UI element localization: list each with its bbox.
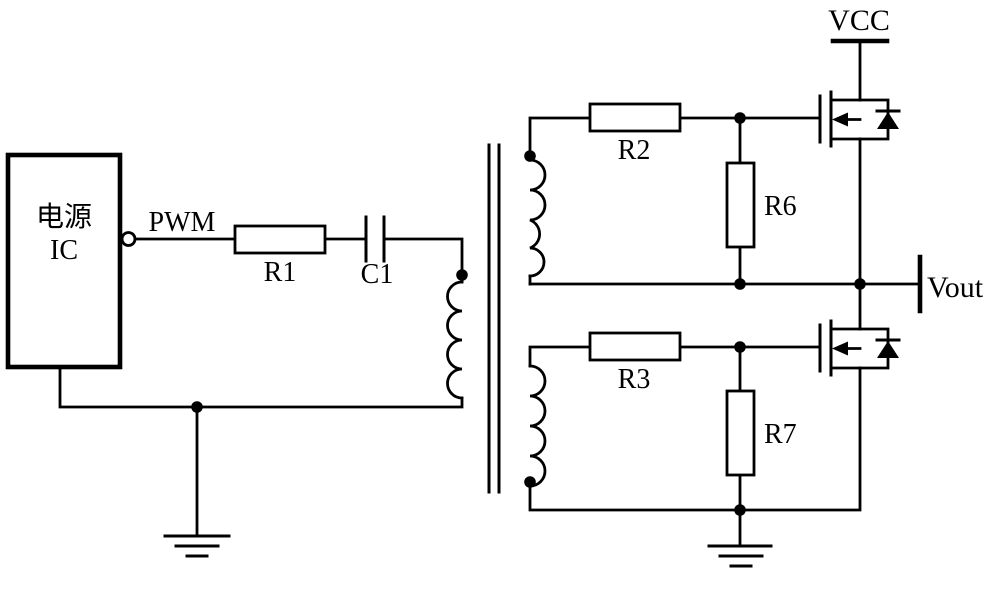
transformer <box>446 143 547 494</box>
resistor-r1: R1 <box>233 224 327 288</box>
secondary-bottom-polarity-dot <box>524 476 536 488</box>
resistor-r7-body <box>725 389 756 477</box>
ground-right <box>707 508 773 568</box>
body-diode-top-triangle <box>877 112 899 129</box>
wire-c1-to-primary <box>382 237 464 284</box>
resistor-r3-label: R3 <box>618 364 651 395</box>
ic-box <box>5 152 123 370</box>
vcc-label: VCC <box>828 4 890 37</box>
junction-r2-r6-gate <box>734 112 746 124</box>
resistor-r6-label: R6 <box>764 191 797 222</box>
resistor-r2-label: R2 <box>618 135 651 166</box>
secondary-winding-top <box>528 158 547 278</box>
wire-sec-bot-lower <box>528 366 862 512</box>
capacitor-c1: C1 <box>361 215 394 290</box>
power-ic: 电源 IC PWM <box>5 152 216 370</box>
ic-label-line2: IC <box>50 235 78 266</box>
resistor-r3-body <box>588 331 682 362</box>
wire-sec-top-upper <box>528 116 592 162</box>
capacitor-c1-label: C1 <box>361 259 394 290</box>
secondary-winding-bottom <box>528 364 547 488</box>
resistor-r2: R2 <box>588 102 682 166</box>
resistor-r6: R6 <box>725 161 797 249</box>
junction-r3-r7-gate <box>734 341 746 353</box>
mosfet-top <box>818 90 901 148</box>
resistor-r7-label: R7 <box>764 419 797 450</box>
mosfet-bottom-body-arrow <box>832 341 848 356</box>
vout-terminal: Vout <box>917 254 984 314</box>
primary-winding <box>446 280 464 400</box>
junction-dots <box>191 112 866 516</box>
wire-primary-return <box>58 365 464 409</box>
pwm-terminal <box>120 231 137 247</box>
resistor-r2-body <box>588 102 682 133</box>
junction-primary-return <box>191 401 203 413</box>
secondary-top-polarity-dot <box>524 150 536 162</box>
junction-r6-vout-rail <box>734 278 746 290</box>
mosfet-bottom <box>818 319 901 377</box>
resistor-r3: R3 <box>588 331 682 395</box>
ic-label-line1: 电源 <box>36 201 92 233</box>
resistor-r6-body <box>725 161 756 249</box>
wire-sec-bot-upper <box>528 345 592 368</box>
junction-mosfet-vout <box>854 278 866 290</box>
vcc-terminal: VCC <box>828 4 890 44</box>
resistor-r1-body <box>233 224 327 255</box>
mosfet-top-body-arrow <box>832 112 848 127</box>
resistor-r1-label: R1 <box>264 257 297 288</box>
wires <box>58 39 922 512</box>
ground-left <box>163 405 231 558</box>
body-diode-bottom-triangle <box>877 341 899 358</box>
primary-polarity-dot <box>456 269 468 281</box>
pwm-label: PWM <box>149 207 216 238</box>
junction-r7-ground <box>734 504 746 516</box>
resistor-r7: R7 <box>725 389 797 477</box>
vout-label: Vout <box>927 271 984 304</box>
